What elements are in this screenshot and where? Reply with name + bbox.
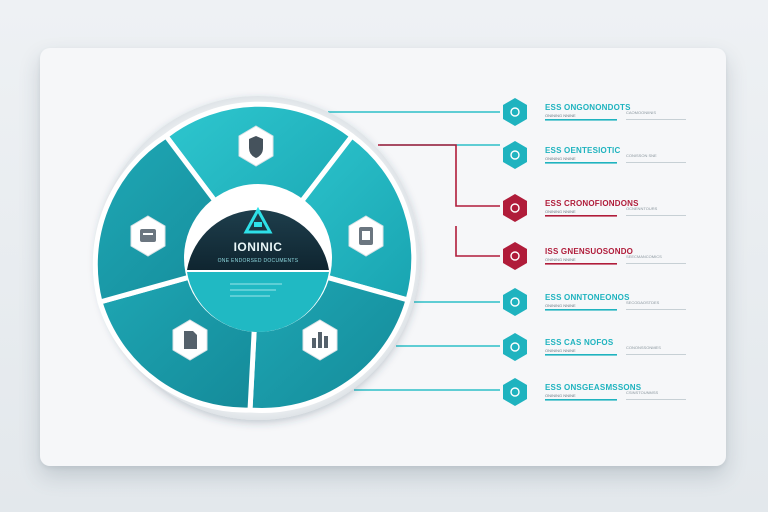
row-right-underline-6 <box>626 354 686 355</box>
row-title-2: ESS OENTESIOTIC <box>545 146 621 155</box>
row-badge-5[interactable] <box>503 288 527 316</box>
row-underline-5 <box>545 309 617 311</box>
note-icon <box>510 251 520 261</box>
connector-lines <box>328 111 500 391</box>
center-top-half <box>187 209 329 270</box>
center-subtitle: ONE ENDORSED DOCUMENTS <box>217 258 299 264</box>
target-icon <box>510 342 520 352</box>
row-subtitle-4: ONINING NNINE <box>545 257 576 262</box>
row-right-label-1: CAOMOONIINIS <box>626 110 657 115</box>
row-badge-7[interactable] <box>503 378 527 406</box>
row-right-underline-1 <box>626 119 686 120</box>
tablet-icon <box>348 215 384 257</box>
row-badge-4[interactable] <box>503 242 527 270</box>
center-hub <box>184 184 332 333</box>
row-subtitle-7: ONINING NNINE <box>545 393 576 398</box>
row-right-underline-5 <box>626 309 686 310</box>
shield-icon <box>238 125 274 167</box>
row-subtitle-6: ONINING NNINE <box>545 348 576 353</box>
row-right-underline-2 <box>626 162 686 163</box>
connector-line-3 <box>378 144 500 207</box>
row-title-7: ESS ONSGEASMSSONS <box>545 383 642 392</box>
row-underline-7 <box>545 399 617 401</box>
warning-triangle-icon <box>243 206 273 234</box>
cup-icon <box>510 150 520 160</box>
segment-top[interactable] <box>163 101 355 261</box>
chip-icon <box>510 387 520 397</box>
row-right-label-6: CONONSSONMES <box>626 345 661 350</box>
center-bottom-half <box>187 272 329 333</box>
row-title-4: ISS GNENSUOSONDO <box>545 247 634 256</box>
row-badge-3[interactable] <box>503 194 527 222</box>
row-subtitle-5: ONINING NNINE <box>545 303 576 308</box>
circle-icon <box>510 107 520 117</box>
row-subtitle-3: ONINING NNINE <box>545 209 576 214</box>
row-underline-2 <box>545 162 617 164</box>
document-icon <box>172 319 208 361</box>
row-right-underline-7 <box>626 399 686 400</box>
row-title-3: ESS CRONOFIONDONS <box>545 199 639 208</box>
row-badge-2[interactable] <box>503 141 527 169</box>
row-badge-1[interactable] <box>503 98 527 126</box>
row-right-label-7: CSINSTOUNMSS <box>626 390 659 395</box>
row-title-6: ESS CAS NOFOS <box>545 338 614 347</box>
row-title-5: ESS ONNTONEONOS <box>545 293 630 302</box>
center-detail-lines <box>230 283 282 297</box>
row-badges <box>503 98 527 406</box>
center-title: IONINIC <box>233 240 283 254</box>
segment-icons <box>130 125 384 361</box>
chart-icon <box>302 319 338 361</box>
row-right-label-5: SECODAOSTDES <box>626 300 660 305</box>
row-subtitle-2: ONINING NNINE <box>545 156 576 161</box>
row-right-label-2: CONISSON SNE <box>626 153 657 158</box>
row-right-underline-4 <box>626 263 686 264</box>
row-right-underline-3 <box>626 215 686 216</box>
row-bars <box>545 119 686 401</box>
row-right-label-3: OCNENNTOURS <box>626 206 658 211</box>
gear-icon <box>510 297 520 307</box>
tag-icon <box>130 215 166 257</box>
row-badge-6[interactable] <box>503 333 527 361</box>
document-icon <box>510 203 520 213</box>
row-right-label-4: SEECMANCOMICS <box>626 254 662 259</box>
row-title-1: ESS ONGONONDOTS <box>545 103 631 112</box>
row-underline-6 <box>545 354 617 356</box>
row-underline-3 <box>545 215 617 217</box>
row-subtitle-1: ONINING NNINE <box>545 113 576 118</box>
connector-line-4 <box>455 226 500 257</box>
row-underline-4 <box>545 263 617 265</box>
row-underline-1 <box>545 119 617 121</box>
